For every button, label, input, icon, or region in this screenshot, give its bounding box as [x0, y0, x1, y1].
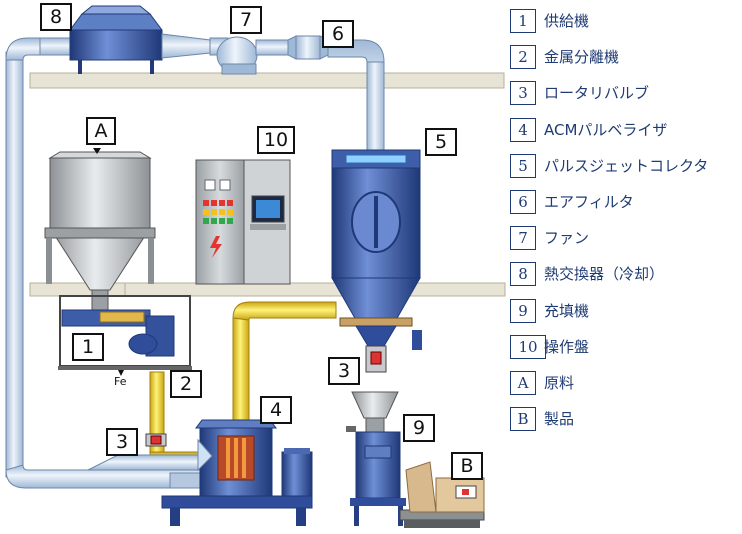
- legend-item: 2 金属分離機: [508, 42, 742, 78]
- legend-text: ファン: [544, 229, 590, 248]
- product-pipe: [232, 301, 337, 431]
- legend-key: 5: [510, 153, 536, 178]
- heat-exchanger: [39, 5, 211, 74]
- legend-text: 充填機: [544, 301, 590, 320]
- legend-text: 熱交換器（冷却）: [544, 265, 665, 284]
- legend-text: 供給機: [544, 12, 590, 30]
- tag-control-panel: 10: [257, 126, 295, 154]
- legend-item: 8 熱交換器（冷却）: [508, 259, 742, 295]
- legend-key: 7: [510, 226, 536, 251]
- acm-pulverizer: [161, 419, 313, 526]
- tag-pulverizer: 4: [260, 396, 292, 424]
- tag-heat-exchanger: 8: [40, 3, 72, 31]
- product-bag: [399, 461, 485, 528]
- legend-text: パルスジェットコレクタ: [544, 156, 709, 175]
- air-filter: [287, 35, 385, 151]
- tag-collector: 5: [425, 128, 457, 156]
- legend-key: 3: [510, 81, 536, 106]
- tag-feeder: 1: [72, 333, 104, 361]
- legend-item: 5 パルスジェットコレクタ: [508, 151, 742, 187]
- tag-fan: 7: [230, 6, 262, 34]
- legend-key: A: [510, 370, 536, 395]
- arrow-down-icon: [93, 148, 101, 154]
- raw-material-hopper: [44, 151, 156, 311]
- tag-air-filter: 6: [322, 20, 354, 48]
- packing-machine: [346, 391, 406, 526]
- legend-item: B 製品: [508, 404, 742, 440]
- legend-item: 6 エアフィルタ: [508, 187, 742, 223]
- legend-item: 7 ファン: [508, 223, 742, 259]
- tag-product: B: [451, 452, 483, 480]
- legend-text: ACMパルベライザ: [544, 120, 668, 139]
- fe-label: Fe: [114, 375, 127, 388]
- legend-key: 9: [510, 298, 536, 323]
- legend-key: 1: [510, 9, 536, 33]
- legend-key: 10: [510, 334, 546, 359]
- tag-metal-separator: 2: [170, 370, 202, 398]
- legend-text: 金属分離機: [544, 48, 620, 67]
- pulse-jet-collector: [331, 149, 422, 373]
- legend-item: 9 充填機: [508, 296, 742, 332]
- tag-raw-material: A: [86, 117, 116, 145]
- legend-item: A 原料: [508, 368, 742, 404]
- legend-key: 4: [510, 117, 536, 142]
- lightning-icon: [210, 236, 222, 258]
- fan: [209, 36, 289, 75]
- legend-text: 製品: [544, 410, 575, 429]
- control-panel: [195, 159, 291, 285]
- tag-rotary-valve-right: 3: [328, 357, 360, 385]
- upper-floor: [29, 72, 505, 89]
- legend-item: 3 ロータリバルブ: [508, 78, 742, 114]
- legend-key: 2: [510, 45, 536, 70]
- legend-text: 原料: [544, 373, 575, 392]
- legend: 1 供給機 2 金属分離機 3 ロータリバルブ 4 ACMパルベライザ 5 パルスジェット…: [508, 6, 742, 440]
- legend-key: 8: [510, 262, 536, 287]
- tag-packing-machine: 9: [403, 414, 435, 442]
- feeder: [58, 295, 192, 376]
- legend-text: ロータリバルブ: [544, 84, 650, 103]
- legend-key: 6: [510, 189, 536, 214]
- legend-item: 4 ACMパルベライザ: [508, 115, 742, 151]
- tag-rotary-valve-left: 3: [106, 428, 138, 456]
- legend-text: エアフィルタ: [544, 192, 634, 211]
- legend-item: 1 供給機: [508, 6, 742, 42]
- legend-key: B: [510, 407, 536, 432]
- legend-text: 操作盤: [544, 337, 590, 356]
